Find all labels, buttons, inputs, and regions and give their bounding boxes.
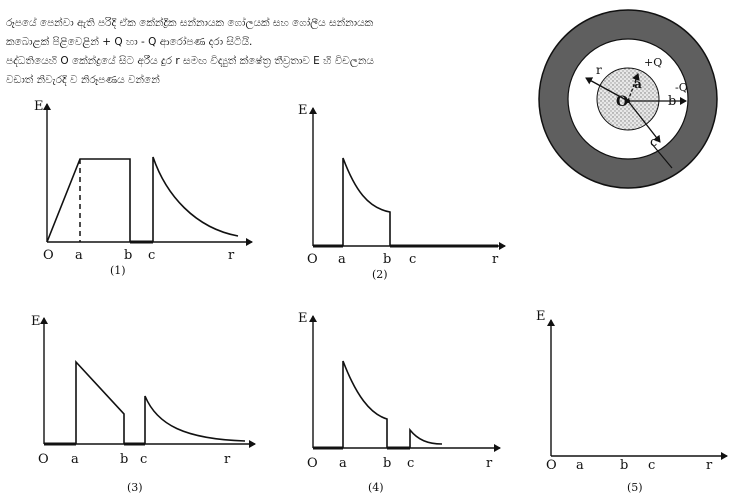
field-curve bbox=[75, 359, 125, 444]
option-number: (1) bbox=[110, 264, 126, 277]
diagram-label-a: a bbox=[634, 77, 642, 91]
diagram-label-b: b bbox=[668, 94, 676, 109]
axis-label-r: r bbox=[492, 252, 499, 267]
graph-5: E O a b c r (5) bbox=[536, 309, 728, 494]
outer-decay-curve bbox=[144, 395, 246, 444]
diagram-label-r: r bbox=[596, 63, 602, 77]
origin-label: O bbox=[38, 452, 49, 467]
field-curve bbox=[46, 158, 131, 243]
diagram-label-c: c bbox=[650, 135, 657, 150]
question-text: රූපයේ පෙන්වා ඇති පරිදි ඒක කේන්ද්‍රික සන්… bbox=[6, 14, 526, 90]
question-line-1: රූපයේ පෙන්වා ඇති පරිදි ඒක කේන්ද්‍රික සන්… bbox=[6, 17, 374, 29]
tick-label-a: a bbox=[576, 458, 584, 473]
tick-label-a: a bbox=[339, 456, 347, 471]
origin-label: O bbox=[43, 248, 54, 263]
graph-2: E O a b c r (2) bbox=[298, 103, 506, 281]
question-line-2: කබොළක් පිළිවෙළින් + Q හා - Q ආරෝපණ දරා ස… bbox=[6, 36, 253, 48]
tick-label-c: c bbox=[140, 452, 147, 467]
tick-label-c: c bbox=[409, 252, 416, 267]
tick-label-b: b bbox=[124, 248, 132, 263]
axis-label-e: E bbox=[34, 99, 44, 114]
field-curve bbox=[342, 157, 391, 246]
charge-outer-label: -Q bbox=[675, 81, 688, 94]
tick-label-c: c bbox=[148, 248, 155, 263]
origin-label: O bbox=[307, 252, 318, 267]
outer-decay-curve bbox=[409, 427, 443, 448]
tick-label-a: a bbox=[75, 248, 83, 263]
axis-label-e: E bbox=[298, 311, 308, 326]
tick-label-a: a bbox=[71, 452, 79, 467]
origin-label: O bbox=[546, 458, 557, 473]
tick-label-b: b bbox=[620, 458, 628, 473]
axis-label-e: E bbox=[298, 103, 308, 118]
tick-label-c: c bbox=[407, 456, 414, 471]
radius-c-arrow bbox=[627, 100, 661, 143]
option-number: (4) bbox=[368, 481, 384, 494]
diagram-center-label: O bbox=[616, 94, 628, 110]
axis-label-r: r bbox=[486, 456, 493, 471]
question-line-3: පද්ධතියෙහි O කේන්ද්‍රයේ සිට අරීය දුර r ස… bbox=[6, 55, 374, 67]
tick-label-a: a bbox=[338, 252, 346, 267]
field-curve bbox=[342, 360, 388, 448]
leader-line bbox=[651, 143, 673, 169]
sphere-diagram: O a b c r +Q -Q bbox=[538, 9, 718, 189]
option-number: (2) bbox=[372, 268, 388, 281]
option-number: (5) bbox=[627, 481, 643, 494]
axis-label-e: E bbox=[31, 314, 41, 329]
question-line-4: වඩාත් නිවැරදි ව නිරූපණය වන්නේ bbox=[6, 74, 160, 86]
graph-3: E O a b c r (3) bbox=[31, 314, 256, 494]
origin-label: O bbox=[307, 456, 318, 471]
outer-decay-curve bbox=[152, 156, 239, 242]
graph-1: E O a b c r (1) bbox=[34, 99, 253, 277]
axis-label-r: r bbox=[706, 458, 713, 473]
axis-label-e: E bbox=[536, 309, 546, 324]
axis-label-r: r bbox=[224, 452, 231, 467]
charge-inner-label: +Q bbox=[644, 56, 662, 69]
radius-r-arrow bbox=[585, 77, 629, 102]
tick-label-b: b bbox=[383, 456, 391, 471]
tick-label-c: c bbox=[648, 458, 655, 473]
tick-label-b: b bbox=[383, 252, 391, 267]
graph-4: E O a b c r (4) bbox=[298, 311, 501, 494]
option-number: (3) bbox=[127, 481, 143, 494]
tick-label-b: b bbox=[120, 452, 128, 467]
axis-label-r: r bbox=[228, 248, 235, 263]
